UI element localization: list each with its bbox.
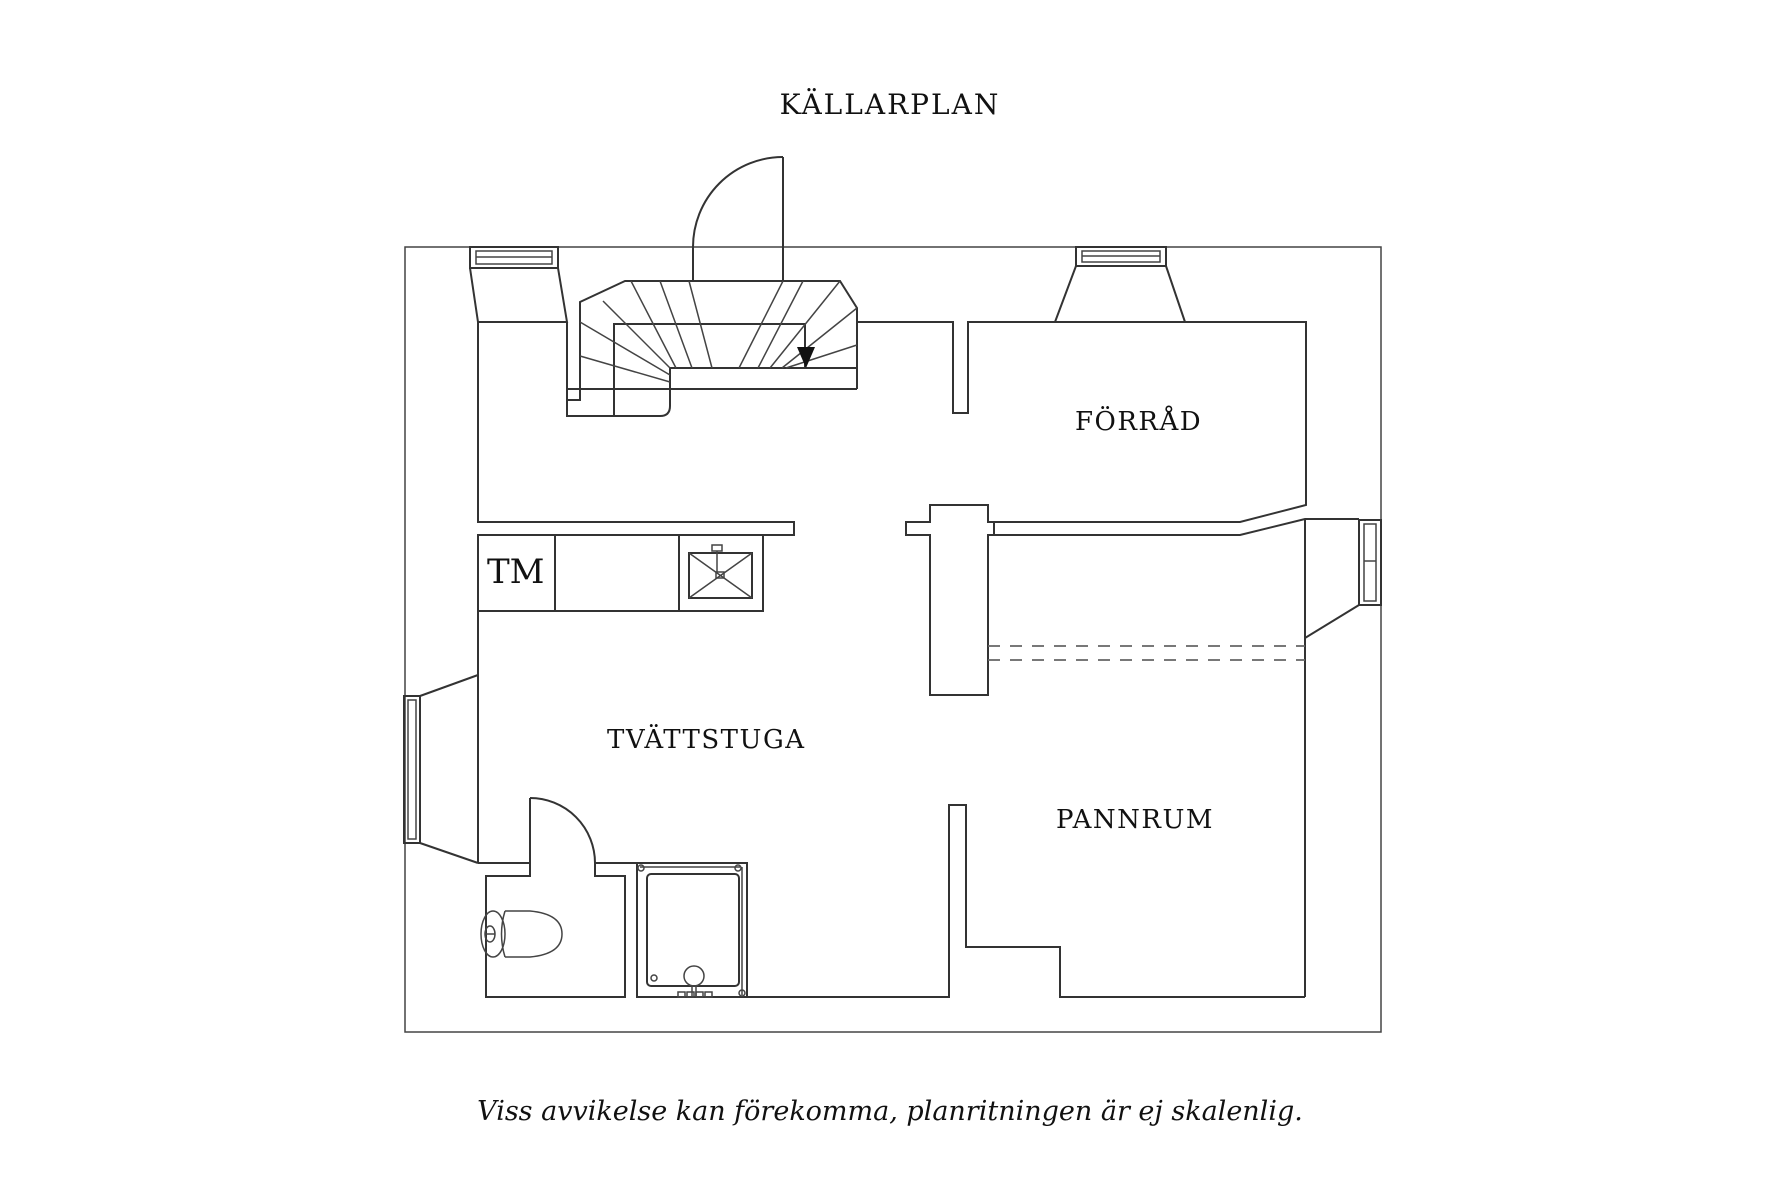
toilet-icon: [480, 910, 563, 958]
tumble-dryer-label: TM: [487, 552, 545, 592]
window-top-left-icon: [469, 246, 569, 323]
room-label-pannrum: PANNRUM: [1056, 805, 1214, 835]
window-right-icon: [1304, 519, 1382, 639]
disclaimer-text: Viss avvikelse kan förekomma, planritnin…: [477, 1096, 1303, 1127]
outer-wall: [404, 246, 1382, 1033]
interior-walls: [477, 322, 795, 863]
plan-title: KÄLLARPLAN: [779, 88, 1001, 121]
shower-icon: [636, 862, 748, 998]
sink-icon: [688, 544, 753, 599]
stair-direction-arrow-icon: [797, 347, 815, 368]
window-top-middle-icon: [1054, 246, 1186, 323]
staircase-icon: [566, 280, 858, 417]
chimney: [905, 504, 995, 696]
window-left-icon: [403, 674, 479, 864]
entrance-door-icon: [692, 156, 784, 281]
room-label-forrad: FÖRRÅD: [1075, 407, 1203, 437]
room-label-tvattstuga: TVÄTTSTUGA: [607, 725, 806, 755]
boiler-room-walls: [747, 804, 1305, 998]
laundry-counter: [477, 534, 764, 612]
wc-door-icon: [529, 797, 596, 864]
wc-walls: [478, 862, 637, 998]
